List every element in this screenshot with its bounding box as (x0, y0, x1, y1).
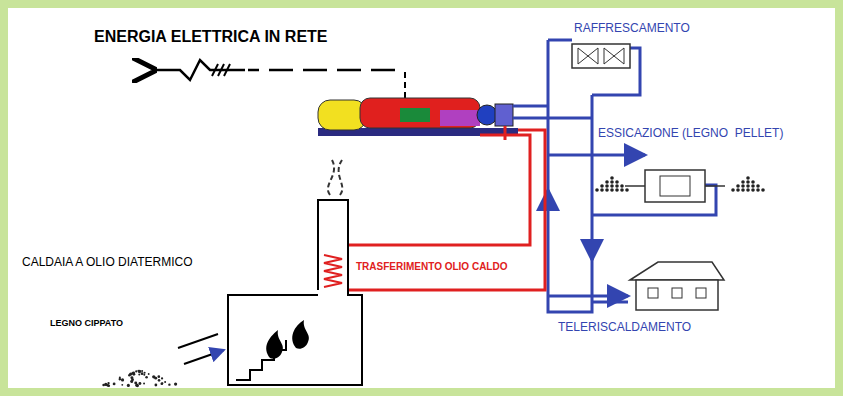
drying-label: ESSICAZIONE (LEGNO PELLET) (596, 127, 785, 141)
cooling-label: RAFFRESCAMENTO (572, 22, 692, 36)
boiler-label: CALDAIA A OLIO DIATERMICO (20, 256, 195, 270)
wood-chip-label: LEGNO CIPPATO (48, 318, 125, 328)
district-heating-label: TELERISCALDAMENTO (556, 321, 693, 335)
power-output-label: ENERGIA ELETTRICA IN RETE (92, 28, 330, 46)
hot-oil-label: TRASFERIMENTO OLIO CALDO (354, 261, 509, 273)
frame-ground (8, 8, 835, 388)
